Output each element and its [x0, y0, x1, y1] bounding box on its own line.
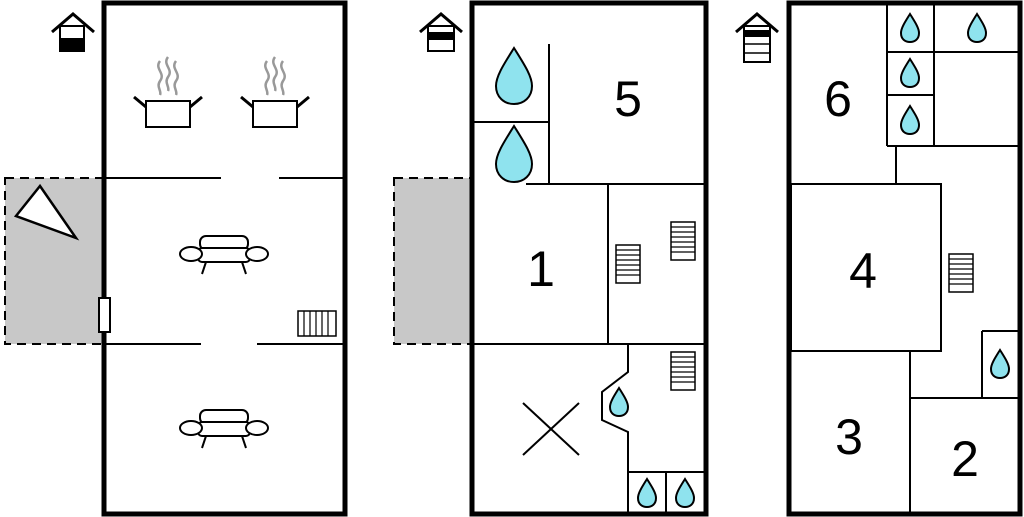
room-number-5: 5 [614, 71, 642, 127]
door-icon [98, 297, 111, 333]
staircase-icon [615, 244, 641, 284]
floor-second: 6 4 3 2 [735, 0, 1023, 517]
terrace-area [393, 177, 473, 345]
house-level-icon [51, 12, 95, 52]
compass-pointer-icon [13, 183, 80, 241]
room-number-4: 4 [849, 243, 877, 299]
staircase-icon [670, 351, 696, 391]
house-level-icon [419, 12, 463, 52]
house-level-icon [735, 12, 779, 63]
floor-first: 5 1 [393, 0, 709, 517]
staircase-icon [948, 253, 974, 293]
room-number-2: 2 [951, 431, 979, 487]
floor-ground [4, 0, 348, 517]
bed-cross-icon [522, 402, 580, 456]
room-number-3: 3 [835, 409, 863, 465]
room-number-1: 1 [527, 241, 555, 297]
staircase-icon [297, 310, 337, 337]
room-number-6: 6 [824, 71, 852, 127]
staircase-icon [670, 221, 696, 261]
second-floor-outline [786, 0, 1023, 517]
terrace-area [4, 177, 106, 345]
